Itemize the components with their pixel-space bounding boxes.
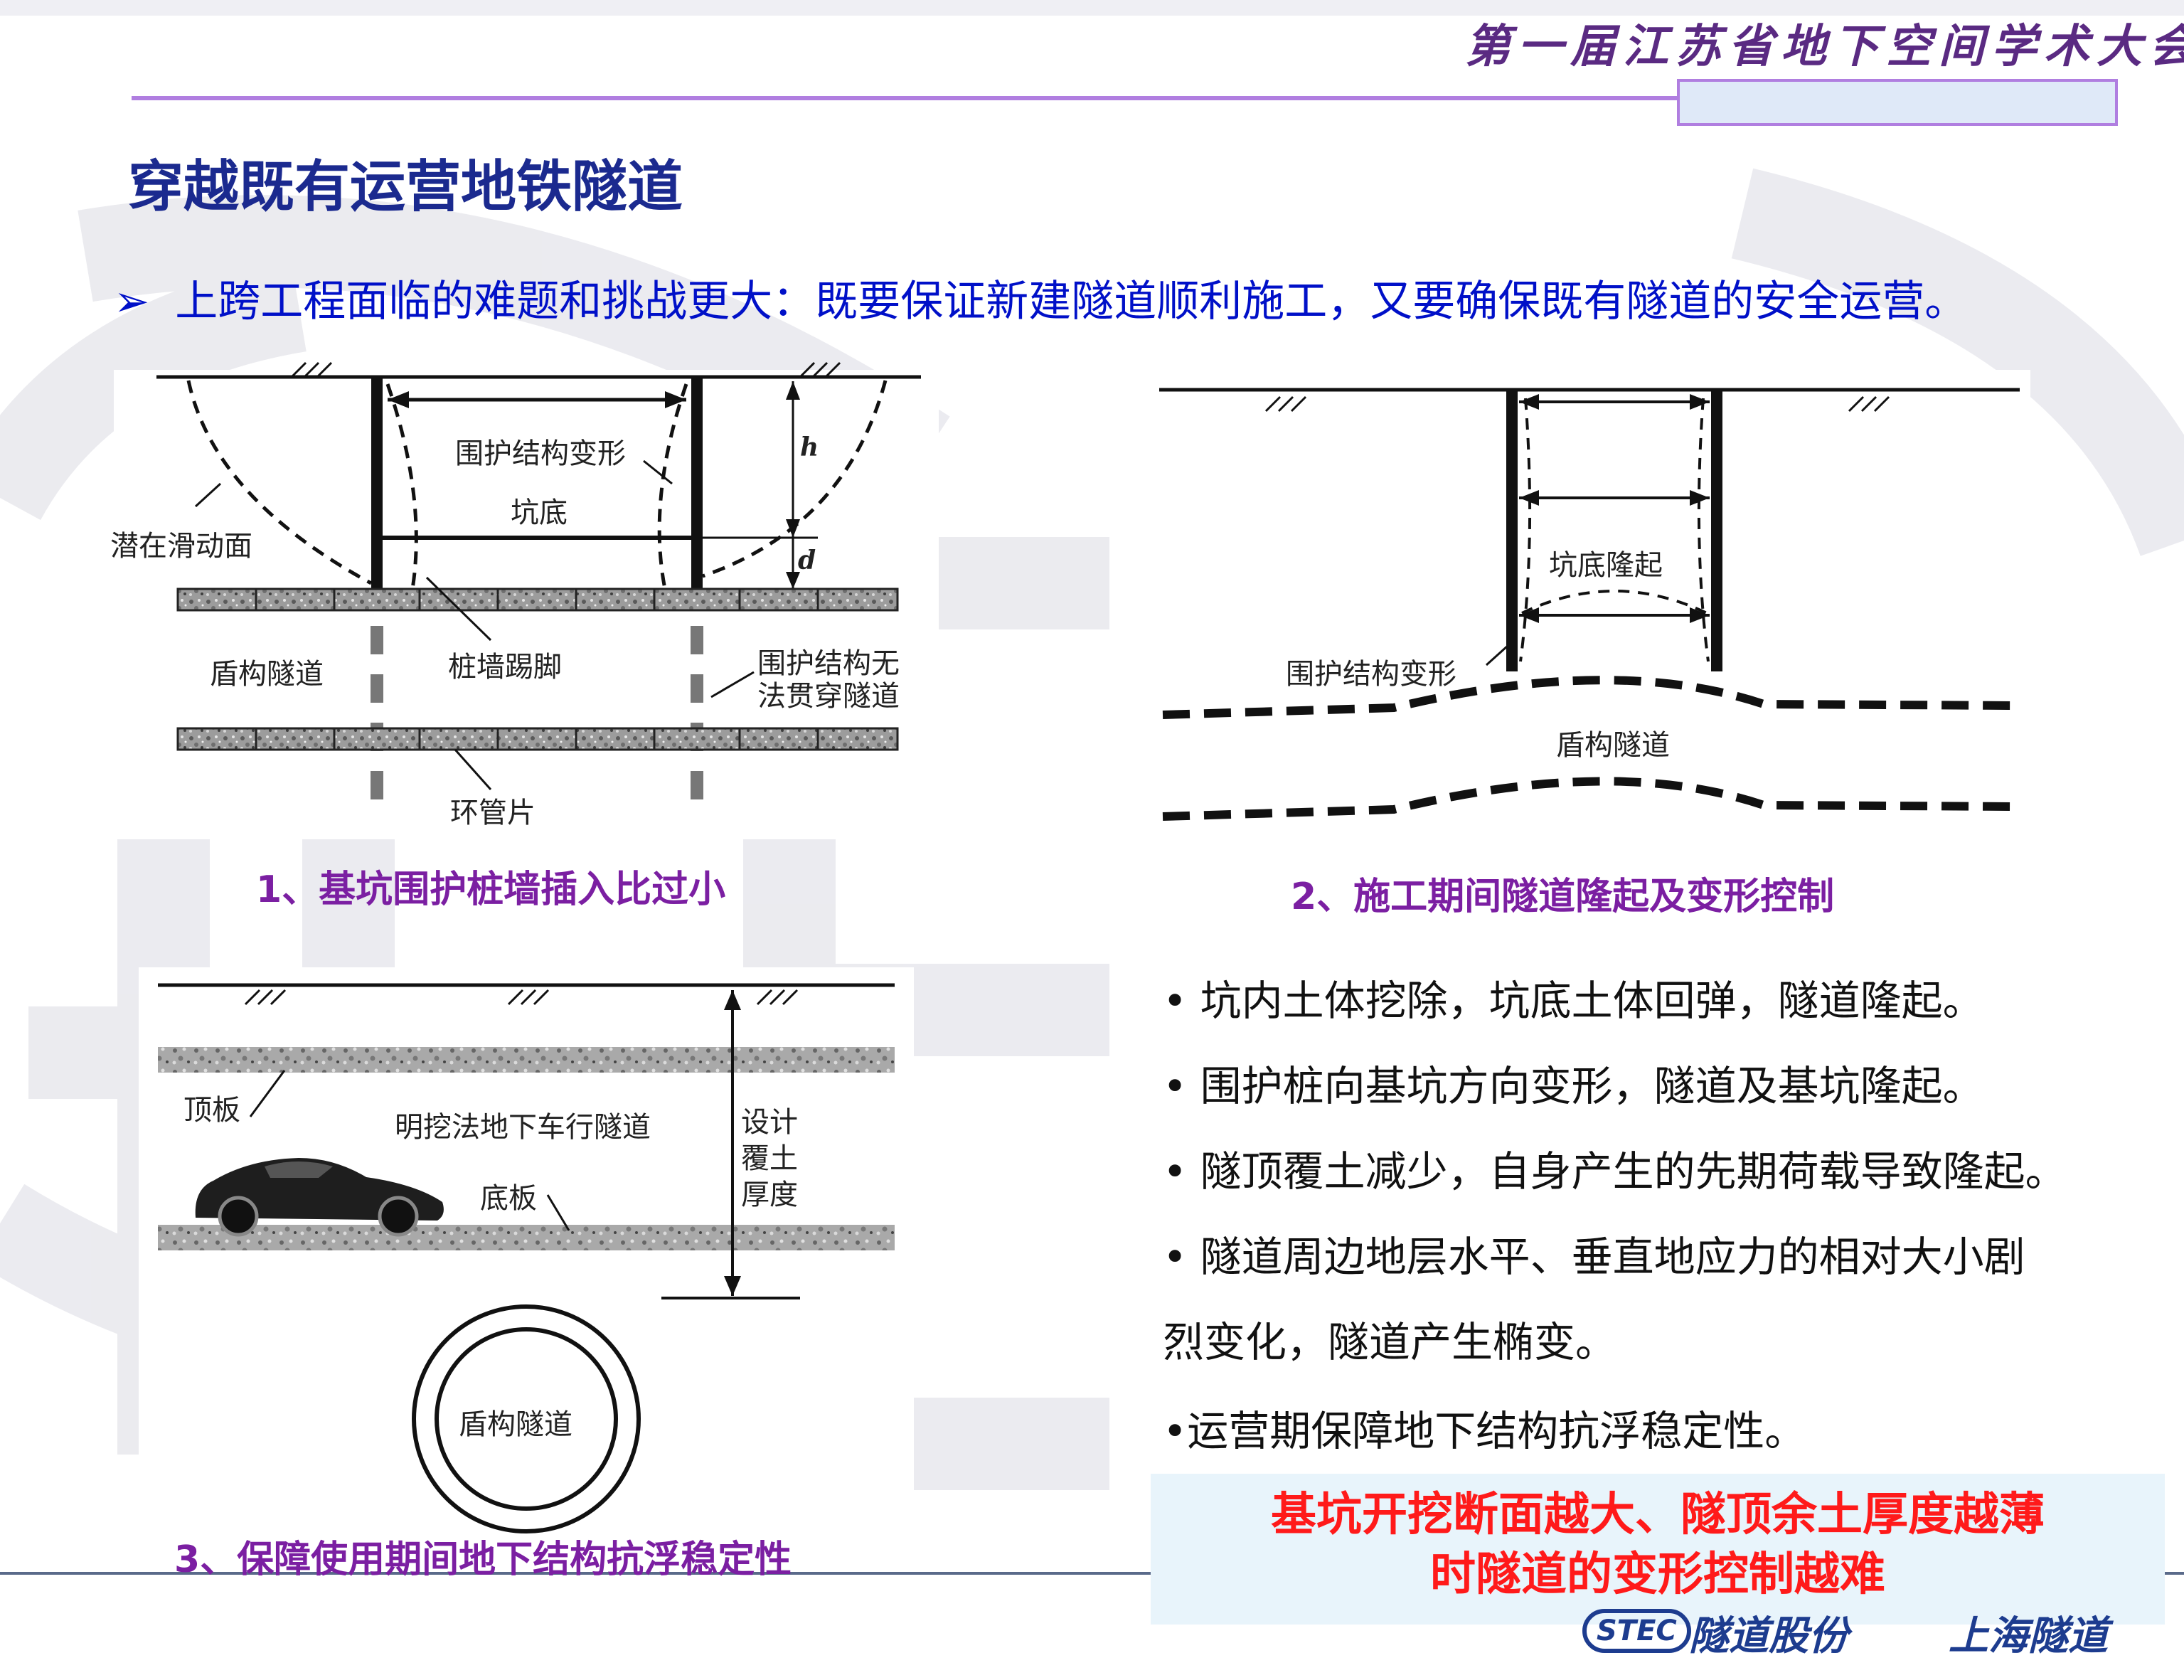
point-item: •运营期保障地下结构抗浮稳定性。: [1163, 1407, 1806, 1455]
d1-label-h: h: [800, 432, 819, 462]
d3-label-cover-1: 设计: [741, 1106, 798, 1139]
d3-label-floor: 底板: [480, 1182, 537, 1215]
d3-label-cover-3: 厚度: [741, 1179, 798, 1211]
stec-logo: STEC: [1582, 1609, 1691, 1653]
intro-bullet-text: 上跨工程面临的难题和挑战更大：既要保证新建隧道顺利施工，又要确保既有隧道的安全运…: [175, 277, 1968, 326]
point-item: • 坑内土体挖除，坑底土体回弹，隧道隆起。: [1163, 977, 1984, 1025]
d1-label-pit-bottom: 坑底: [511, 496, 568, 529]
d1-label-deformation: 围护结构变形: [455, 437, 626, 470]
callout-line-2: 时隧道的变形控制越难: [1430, 1548, 1885, 1601]
point-item: 烈变化，隧道产生椭变。: [1163, 1318, 1617, 1366]
d1-label-ring: 环管片: [450, 797, 536, 829]
arrowhead-bullet-icon: ➢: [114, 277, 150, 326]
d1-label-slip-surface: 潜在滑动面: [110, 530, 252, 563]
diagram-1-caption: 1、基坑围护桩墙插入比过小: [256, 868, 726, 911]
d1-label-cannot-penetrate-2: 法贯穿隧道: [757, 680, 900, 713]
intro-bullet: ➢ 上跨工程面临的难题和挑战更大：既要保证新建隧道顺利施工，又要确保既有隧道的安全…: [114, 267, 1967, 329]
conclusion-callout: [1151, 1474, 2165, 1625]
d2-label-tunnel: 盾构隧道: [1556, 729, 1670, 762]
d3-label-tunnel: 盾构隧道: [459, 1408, 572, 1441]
d3-label-roof: 顶板: [183, 1094, 240, 1127]
page-title: 穿越既有运营地铁隧道: [128, 155, 683, 219]
d3-label-open-cut: 明挖法地下车行隧道: [395, 1111, 651, 1144]
d2-label-heave: 坑底隆起: [1549, 549, 1663, 582]
diagram-2-caption: 2、施工期间隧道隆起及变形控制: [1291, 876, 1835, 918]
d3-label-cover-2: 覆土: [741, 1142, 798, 1175]
d2-label-deformation: 围护结构变形: [1286, 658, 1456, 691]
point-item: • 隧道周边地层水平、垂直地应力的相对大小剧: [1163, 1233, 2025, 1281]
d1-label-kick: 桩墙踢脚: [448, 651, 562, 684]
company-name-1: 隧道股份: [1689, 1613, 1848, 1659]
conclusion-callout-text: 基坑开挖断面越大、隧顶余土厚度越薄 时隧道的变形控制越难: [1151, 1485, 2165, 1605]
point-item: • 围护桩向基坑方向变形，隧道及基坑隆起。: [1163, 1062, 1984, 1110]
d1-label-tunnel: 盾构隧道: [210, 658, 324, 691]
conference-title: 第一届江苏省地下空间学术大会: [1465, 20, 2184, 73]
d1-label-cannot-penetrate-1: 围护结构无: [757, 647, 900, 680]
diagram-3: [139, 967, 914, 1551]
diagram-1: [114, 361, 939, 839]
point-item: • 隧顶覆土减少，自身产生的先期荷载导致隆起。: [1163, 1147, 2067, 1196]
company-name-2: 上海隧道: [1949, 1613, 2108, 1659]
diagram-2: [1156, 370, 2030, 825]
diagram-3-caption: 3、保障使用期间地下结构抗浮稳定性: [174, 1538, 792, 1581]
car-icon: [195, 1158, 444, 1237]
callout-line-1: 基坑开挖断面越大、隧顶余土厚度越薄: [1271, 1489, 2045, 1541]
d1-label-d: d: [798, 546, 816, 575]
